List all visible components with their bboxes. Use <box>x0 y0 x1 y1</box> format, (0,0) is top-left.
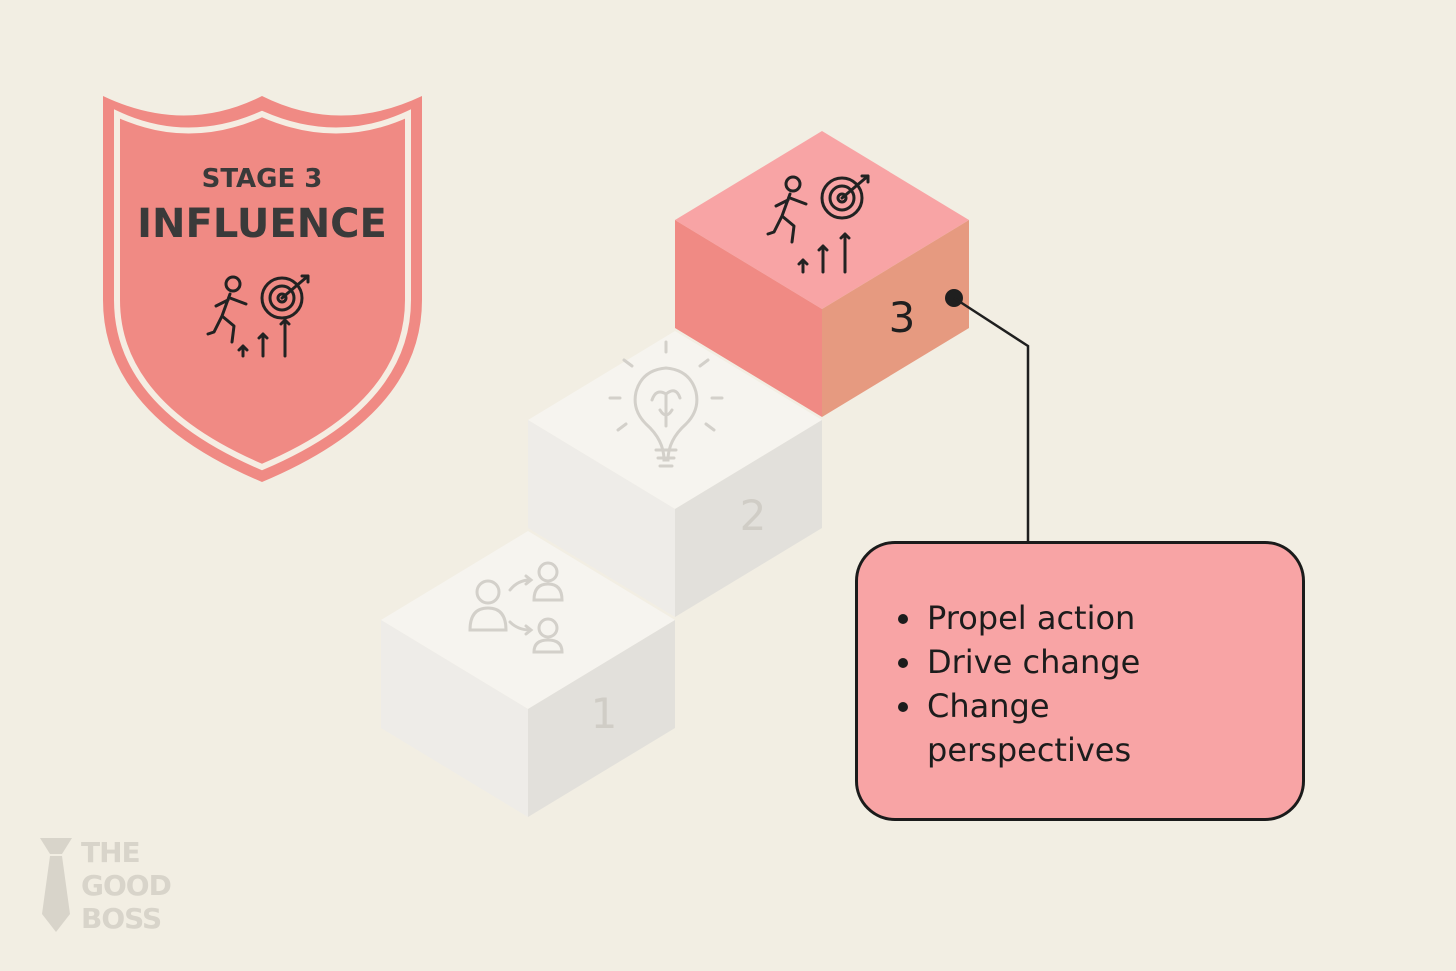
stage-badge: STAGE 3 INFLUENCE <box>103 96 422 482</box>
step-1-number: 1 <box>591 689 618 738</box>
logo-line: GOOD <box>81 869 172 902</box>
runner-target-icon <box>206 274 310 358</box>
callout-list: Propel action Drive change Change perspe… <box>894 596 1282 772</box>
callout-item: Drive change <box>894 640 1282 684</box>
step-2-left <box>528 420 675 617</box>
callout-box: Propel action Drive change Change perspe… <box>855 541 1305 821</box>
step-3-number: 3 <box>889 293 916 342</box>
logo-line: THE <box>81 836 141 869</box>
step-3-right <box>822 220 969 417</box>
logo-line: BOSS <box>81 902 162 935</box>
step-3: 3 <box>675 131 969 417</box>
the-good-boss-logo: THE GOOD BOSS <box>36 836 206 936</box>
lightbulb-brain-icon <box>608 340 724 468</box>
runner-target-icon <box>766 174 870 274</box>
callout-item: Propel action <box>894 596 1282 640</box>
people-transfer-icon <box>468 561 564 654</box>
badge-title: INFLUENCE <box>137 201 387 247</box>
step-2-number: 2 <box>740 491 767 540</box>
connector-line <box>953 296 1030 543</box>
badge-inner-border <box>114 109 411 471</box>
step-2-right <box>675 420 822 617</box>
logo-wordmark: THE GOOD BOSS <box>81 836 172 935</box>
badge-stage-label: STAGE 3 <box>202 164 323 194</box>
tie-icon <box>40 838 72 932</box>
step-1-right <box>528 620 675 817</box>
callout-item: Change perspectives <box>894 684 1227 772</box>
step-1: 1 <box>381 531 675 817</box>
callout-connector <box>945 289 1030 543</box>
step-2: 2 <box>528 331 822 617</box>
step-3-left <box>675 220 822 417</box>
step-1-left <box>381 620 528 817</box>
